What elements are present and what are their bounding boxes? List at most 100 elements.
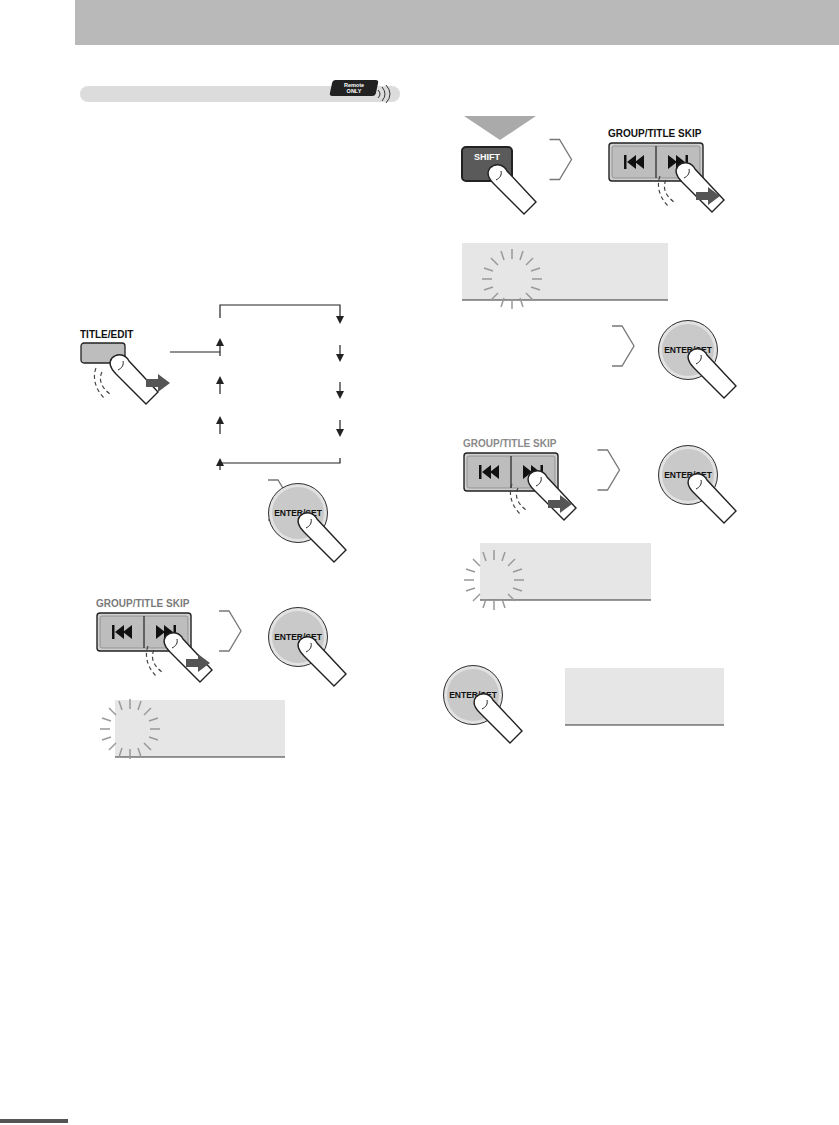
illustration-part [474, 694, 522, 743]
illustration-part [548, 495, 572, 513]
illustration-part [100, 616, 188, 648]
step-chevron [598, 450, 620, 490]
illustration-part [216, 316, 344, 466]
illustration-part [220, 305, 340, 318]
button-label: GROUP/TITLE SKIP [608, 128, 704, 139]
button-label: GROUP/TITLE SKIP [96, 598, 192, 609]
button-label: ENTER/SET [274, 508, 322, 518]
illustration-part [462, 243, 668, 300]
step-chevron [550, 140, 572, 180]
illustration-part [655, 146, 656, 178]
title-edit-button: TITLE/EDIT [80, 329, 133, 364]
button-label: ENTER/SET [664, 345, 712, 355]
skip-button-illustration [463, 452, 559, 492]
button-label: ENTER/SET [274, 632, 322, 642]
illustration-part [298, 637, 346, 686]
illustration-part [464, 116, 536, 140]
illustration-part [146, 374, 170, 392]
illustration-part [609, 143, 703, 181]
illustration-part [115, 625, 124, 639]
chevron-shape [598, 450, 620, 490]
enter-set-button: ENTER/SET [658, 445, 718, 505]
illustration-part [612, 326, 634, 366]
illustration-part [164, 625, 173, 639]
button-label: GROUP/TITLE SKIP [463, 438, 559, 449]
illustration-part [94, 368, 110, 398]
illustration-part [186, 654, 210, 672]
illustration-part [462, 299, 668, 300]
illustration-part [174, 625, 177, 639]
step-chevron [219, 611, 241, 651]
illustration-part [75, 0, 839, 45]
illustration-part [123, 625, 132, 639]
illustration-part [156, 625, 165, 639]
illustration-part [488, 165, 536, 214]
illustration-part [565, 668, 724, 725]
button-label: ENTER/SET [664, 470, 712, 480]
illustration-part [541, 465, 544, 479]
illustration-part [635, 155, 644, 169]
button-label: ENTER/SET [449, 690, 497, 700]
illustration-part [216, 376, 224, 384]
illustration-part [378, 85, 390, 103]
button-label: SHIFT [474, 152, 500, 162]
illustration-part [336, 316, 344, 324]
shift-button: SHIFT [461, 146, 513, 182]
illustration-part [688, 474, 736, 523]
illustration-part [696, 187, 720, 205]
illustration-part [624, 155, 627, 169]
illustration-part [490, 465, 499, 479]
illustration-part [510, 456, 511, 488]
illustration-part [164, 633, 212, 682]
illustration-part [81, 343, 125, 363]
illustration-part [531, 465, 540, 479]
illustration-part [480, 599, 651, 600]
illustration-part [216, 458, 224, 466]
illustration-part [170, 351, 220, 352]
illustration-part [479, 465, 482, 479]
illustration-part [110, 355, 158, 404]
skip-button: GROUP/TITLE SKIP [608, 128, 704, 182]
illustration-part [464, 453, 558, 491]
illustration-part [480, 543, 651, 600]
illustration-part [612, 146, 700, 178]
illustration-part [464, 550, 524, 610]
illustration-part [216, 338, 224, 346]
illustration-part [336, 429, 344, 437]
skip-button-illustration [96, 612, 192, 652]
illustration-part [100, 699, 160, 759]
illustration-part [627, 155, 636, 169]
illustration-part [336, 354, 344, 362]
illustration-part [565, 724, 724, 725]
enter-set-button: ENTER/SET [268, 483, 328, 543]
illustration-part [482, 249, 542, 309]
illustration-part [112, 625, 115, 639]
chevron-shape [219, 611, 241, 651]
illustration-part [467, 456, 555, 488]
illustration-part [523, 465, 532, 479]
illustration-part [676, 163, 724, 212]
illustration-part [97, 613, 191, 651]
skip-button: GROUP/TITLE SKIP [96, 598, 192, 652]
illustration-part [686, 155, 689, 169]
illustration-part [528, 471, 576, 520]
illustration-part [143, 616, 144, 648]
enter-set-button: ENTER/SET [658, 320, 718, 380]
remote-only-badge: Remote ONLY [329, 80, 378, 96]
illustration-part [676, 155, 685, 169]
illustration-part [298, 513, 346, 562]
illustration-part [115, 700, 285, 757]
illustration-part [510, 484, 526, 514]
illustration-part [668, 155, 677, 169]
illustration-part [688, 349, 736, 398]
illustration-part [220, 458, 340, 463]
illustration-part [658, 176, 674, 206]
enter-set-button: ENTER/SET [268, 607, 328, 667]
chevron-shape [550, 140, 572, 180]
illustration-part [482, 465, 491, 479]
enter-set-button: ENTER/SET [443, 665, 503, 725]
skip-button-illustration [608, 142, 704, 182]
